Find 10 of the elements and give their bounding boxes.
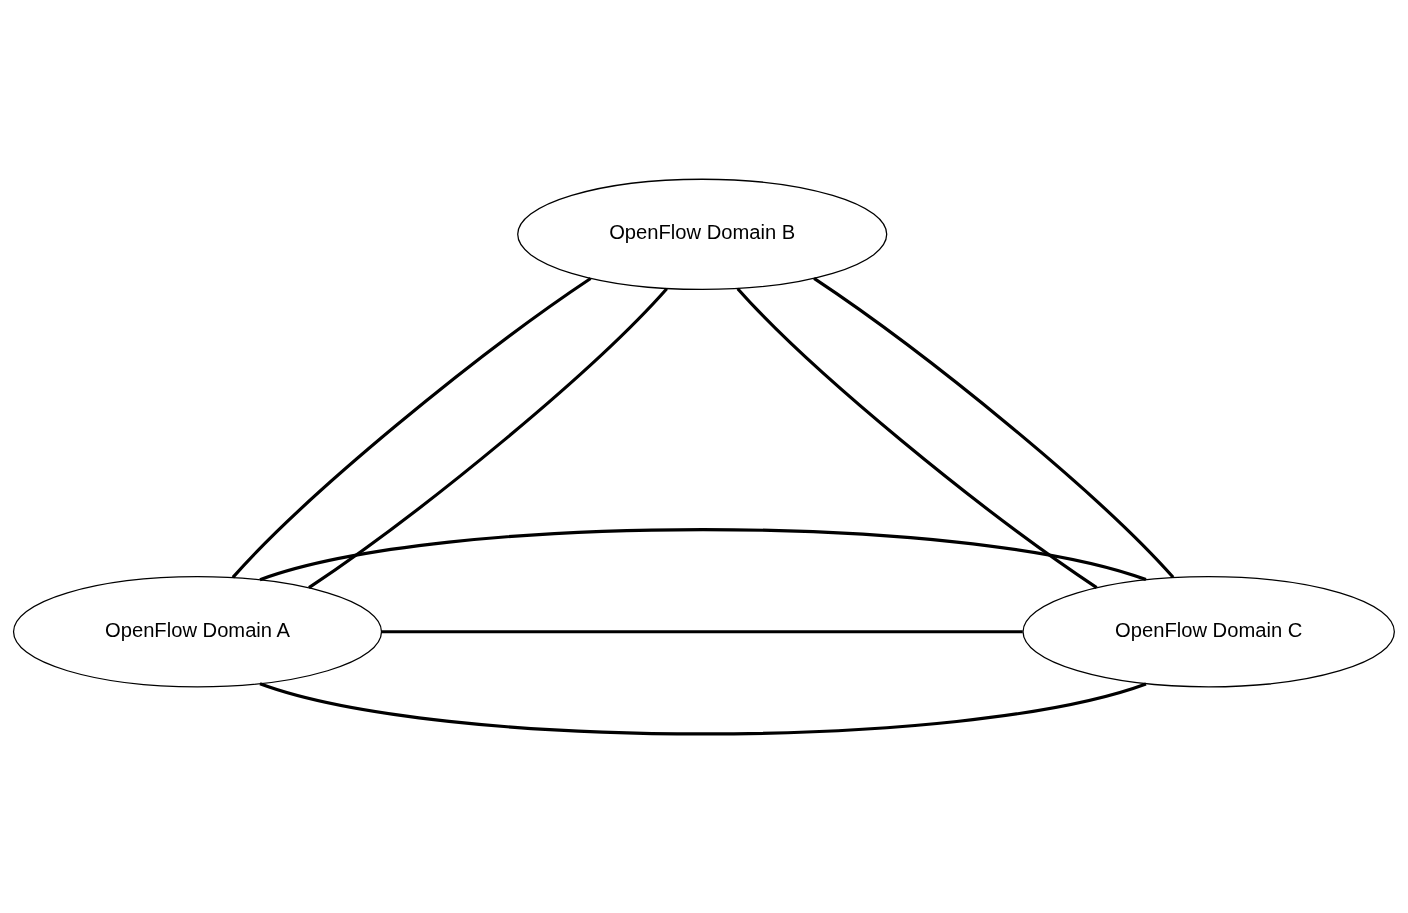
node-ellipse: OpenFlow Domain A: [12, 576, 383, 688]
connector: [813, 277, 1175, 579]
connector: [736, 287, 1098, 589]
node-ellipse: OpenFlow Domain B: [517, 178, 888, 291]
connector: [308, 287, 668, 589]
node-ellipse: OpenFlow Domain C: [1022, 576, 1395, 688]
connector: [259, 682, 1147, 736]
connector: [259, 528, 1147, 582]
connector: [231, 277, 592, 579]
connector: [381, 630, 1023, 634]
